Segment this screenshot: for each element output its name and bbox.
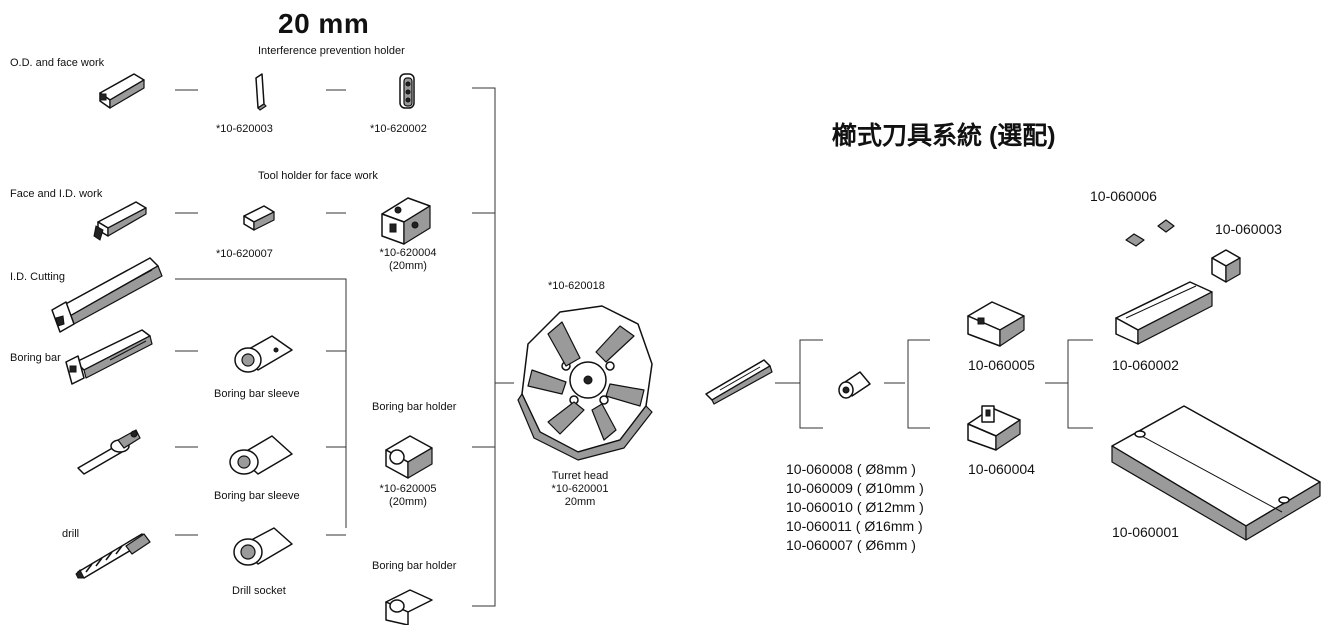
- block-620007-icon: [243, 205, 275, 231]
- od-face-tool-icon: [99, 73, 145, 109]
- collet-part-12mm: 10-060010 ( Ø12mm ): [786, 499, 924, 515]
- label-boring-bar-holder-2: Boring bar holder: [372, 560, 457, 572]
- label-id-cutting: I.D. Cutting: [10, 271, 66, 283]
- gang-shank-icon: [705, 359, 773, 405]
- label-drill-socket: Drill socket: [232, 585, 286, 597]
- collet-part-16mm: 10-060011 ( Ø16mm ): [786, 518, 923, 534]
- clamp-060006-icon: [1125, 219, 1175, 247]
- rail-060002-icon: [1115, 281, 1213, 345]
- part-620004-number: *10-620004: [379, 247, 437, 259]
- part-060004: 10-060004: [968, 461, 1035, 477]
- label-interference-holder: Interference prevention holder: [258, 45, 405, 57]
- drill-bit-icon: [75, 533, 151, 579]
- part-620003: *10-620003: [216, 123, 273, 135]
- part-060005: 10-060005: [968, 357, 1035, 373]
- gang-system-title: 櫛式刀具系統 (選配): [832, 122, 1056, 150]
- label-face-id-work: Face and I.D. work: [10, 188, 103, 200]
- label-boring-bar-sleeve-1: Boring bar sleeve: [214, 388, 300, 400]
- label-od-face-work: O.D. and face work: [10, 57, 105, 69]
- part-620002: *10-620002: [370, 123, 427, 135]
- holder-620002-icon: [399, 73, 415, 109]
- turret-head-part: *10-620001: [551, 483, 609, 495]
- boring-bar-holder-1-icon: [385, 435, 433, 479]
- blade-620003-icon: [255, 73, 267, 111]
- id-cutting-bar-icon: [51, 257, 163, 333]
- part-060006: 10-060006: [1090, 188, 1157, 204]
- boring-bar-sleeve-1-icon: [234, 335, 293, 373]
- label-boring-bar: Boring bar: [10, 352, 61, 364]
- holder-060004-icon: [967, 405, 1021, 451]
- holder-060005-icon: [967, 301, 1025, 347]
- plate-060001-icon: [1111, 405, 1321, 541]
- label-drill: drill: [62, 528, 80, 540]
- turret-head-size: 20mm: [564, 496, 596, 508]
- diagram-title: 20 mm: [278, 8, 370, 39]
- part-620004-size: (20mm): [389, 260, 427, 272]
- label-boring-bar-holder-1: Boring bar holder: [372, 401, 457, 413]
- boring-bar-sleeve-2-icon: [229, 435, 293, 475]
- part-620018: *10-620018: [548, 280, 605, 292]
- collet-part-10mm: 10-060009 ( Ø10mm ): [786, 480, 924, 496]
- collet-icon: [838, 371, 871, 399]
- part-060003: 10-060003: [1215, 221, 1282, 237]
- boring-bar-holder-2-icon: [385, 589, 433, 625]
- part-060001: 10-060001: [1112, 524, 1179, 540]
- face-id-tool-icon: [93, 201, 147, 241]
- part-620005-number: *10-620005: [379, 483, 437, 495]
- part-620007: *10-620007: [216, 248, 273, 260]
- turret-head-icon: [517, 305, 653, 461]
- face-holder-620004-icon: [381, 197, 431, 245]
- stop-060003-icon: [1211, 249, 1241, 283]
- collet-part-list: 10-060008 ( Ø8mm ) 10-060009 ( Ø10mm ) 1…: [786, 460, 924, 555]
- boring-bar-icon: [65, 329, 153, 385]
- small-boring-tool-icon: [77, 429, 141, 475]
- collet-part-8mm: 10-060008 ( Ø8mm ): [786, 461, 916, 477]
- label-boring-bar-sleeve-2: Boring bar sleeve: [214, 490, 300, 502]
- turret-head-label: Turret head *10-620001 20mm: [540, 470, 620, 509]
- collet-part-6mm: 10-060007 ( Ø6mm ): [786, 537, 916, 553]
- drill-socket-icon: [233, 527, 293, 566]
- turret-head-name: Turret head: [551, 470, 609, 482]
- part-060002: 10-060002: [1112, 357, 1179, 373]
- part-620005: *10-620005 (20mm): [370, 483, 446, 509]
- label-face-tool-holder: Tool holder for face work: [258, 170, 378, 182]
- part-620005-size: (20mm): [389, 496, 427, 508]
- part-620004: *10-620004 (20mm): [372, 247, 444, 273]
